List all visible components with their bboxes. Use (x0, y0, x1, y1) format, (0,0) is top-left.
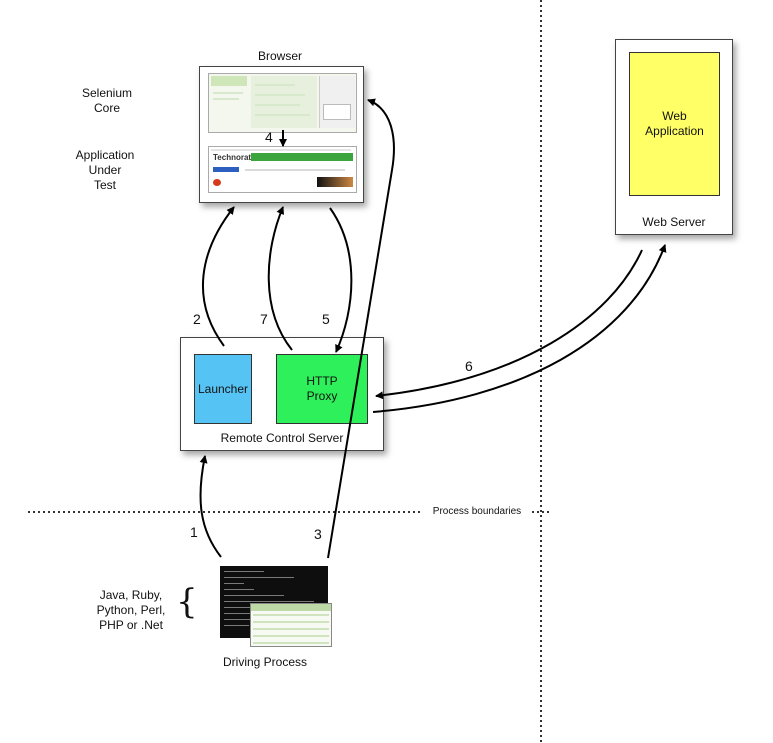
aut-label: Application Under Test (75, 148, 135, 192)
selenium-core-label: Selenium Core (81, 86, 133, 115)
languages-label: Java, Ruby, Python, Perl, PHP or .Net (96, 588, 166, 632)
driving-process-label: Driving Process (222, 655, 308, 669)
step-1-label: 1 (190, 524, 198, 540)
http-proxy-box: HTTP Proxy (276, 354, 368, 424)
web-server-label: Web Server (642, 215, 706, 229)
web-application-box: Web Application (629, 52, 720, 196)
remote-control-server-label: Remote Control Server (220, 431, 344, 445)
step-6-label: 6 (465, 358, 473, 374)
selenium-core-screen (208, 73, 357, 133)
brace-symbol: { (176, 582, 198, 622)
step-4-label: 4 (265, 129, 273, 145)
arrow-step-3 (327, 98, 395, 559)
technorati-logo: Technorati (213, 153, 254, 162)
arrow-step-6-out (372, 244, 667, 413)
arrow-step-5 (329, 207, 353, 353)
browser-box: Technorati (199, 66, 364, 203)
remote-control-server-box: Launcher HTTP Proxy Remote Control Serve… (180, 337, 384, 451)
step-2-label: 2 (193, 311, 201, 327)
launcher-box: Launcher (194, 354, 252, 424)
arrow-step-1 (199, 455, 222, 558)
step-5-label: 5 (322, 311, 330, 327)
aut-screen: Technorati (208, 146, 357, 193)
arrow-step-7 (267, 206, 293, 351)
arrow-step-6-in (375, 249, 643, 400)
process-boundaries-label: Process boundaries (432, 506, 522, 517)
browser-label: Browser (257, 49, 302, 63)
step-7-label: 7 (260, 311, 268, 327)
arrow-step-2 (202, 206, 235, 347)
web-server-box: Web Application Web Server (615, 39, 733, 235)
step-3-label: 3 (314, 526, 322, 542)
driving-process-table (250, 603, 332, 647)
